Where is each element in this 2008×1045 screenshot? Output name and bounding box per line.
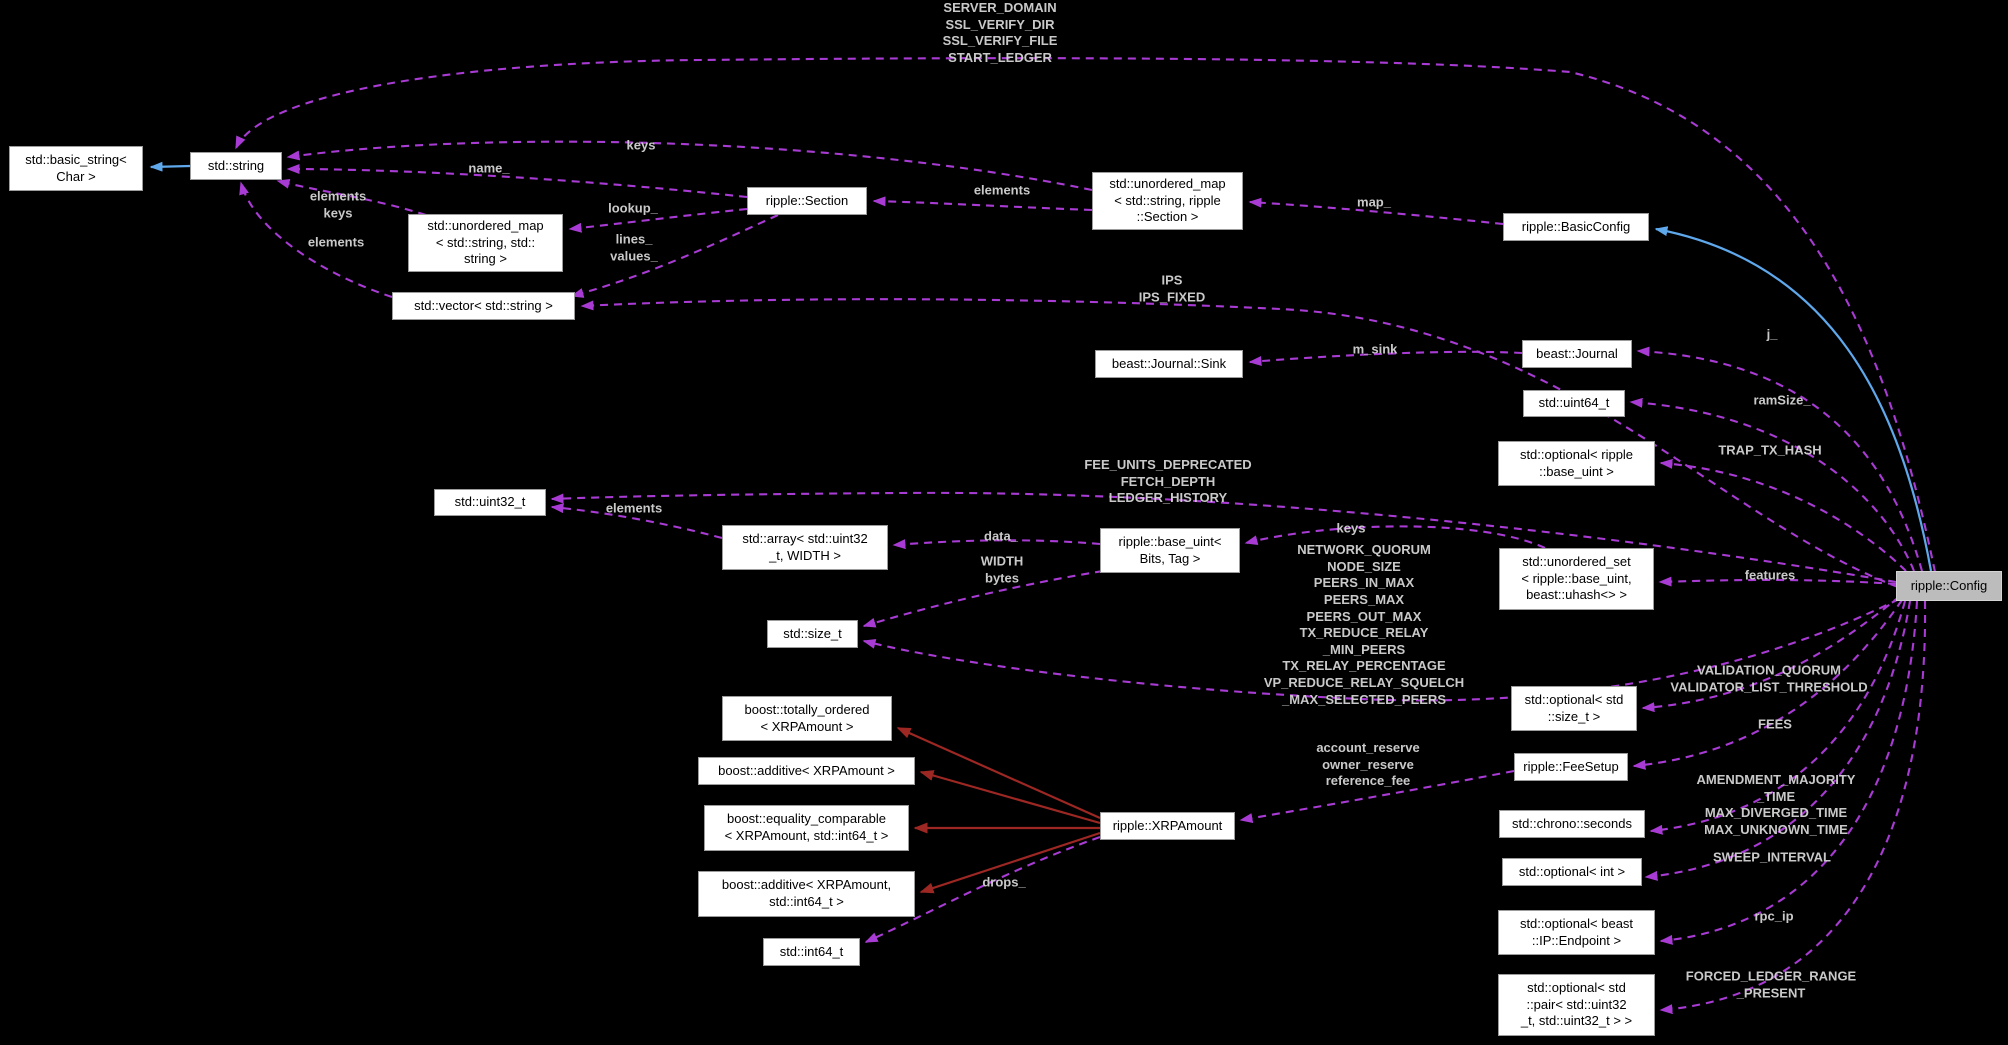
class-node-boost-additive-xrpamount-int64[interactable]: boost::additive< XRPAmount, std::int64_t…: [698, 871, 915, 917]
class-node-ripple-basicconfig[interactable]: ripple::BasicConfig: [1503, 213, 1649, 241]
edge-config-seconds-amendment: [1649, 600, 1907, 835]
edge-xrp-totallyordered-inherit: [896, 726, 1101, 820]
edge-config-optbaseuint-trap: [1659, 458, 1907, 572]
edge-config-optpair-forcedledger: [1659, 600, 1927, 1015]
class-node-optional-base-uint[interactable]: std::optional< ripple ::base_uint >: [1498, 441, 1655, 486]
edge-config-endpoint-rpcip: [1659, 600, 1919, 945]
class-node-std-int64-t[interactable]: std::int64_t: [763, 938, 860, 966]
edge-mapsection-section-elements: [872, 196, 1093, 212]
class-node-ripple-xrpamount[interactable]: ripple::XRPAmount: [1100, 812, 1235, 840]
edge-config-uset-features: [1658, 576, 1897, 587]
class-node-beast-journal[interactable]: beast::Journal: [1522, 340, 1632, 368]
edge-string-basicstring-inherit: [149, 161, 191, 172]
class-node-ripple-base-uint[interactable]: ripple::base_uint< Bits, Tag >: [1100, 528, 1240, 573]
edge-config-optint-sweep: [1644, 600, 1912, 881]
class-node-optional-ip-endpoint[interactable]: std::optional< beast ::IP::Endpoint >: [1498, 910, 1655, 955]
class-node-boost-totally-ordered[interactable]: boost::totally_ordered < XRPAmount >: [722, 696, 892, 741]
class-node-optional-int[interactable]: std::optional< int >: [1502, 858, 1642, 886]
edge-feesetup-xrp-reserves: [1239, 769, 1515, 823]
class-node-ripple-config-current: ripple::Config: [1896, 571, 2002, 601]
edge-mapsection-string-keys: [286, 140, 1093, 192]
edge-mapstring-string-elements-keys: [276, 178, 427, 217]
edge-baseuint-sizet-width-bytes: [862, 569, 1104, 628]
edge-config-uint64-ramsize: [1629, 397, 1915, 572]
class-node-std-uint64-t[interactable]: std::uint64_t: [1523, 390, 1625, 417]
class-node-beast-journal-sink[interactable]: beast::Journal::Sink: [1095, 350, 1243, 378]
edge-section-vector-lines-values: [570, 214, 779, 298]
edge-array-uint32-elements: [550, 503, 723, 540]
class-node-unordered-set-base-uint[interactable]: std::unordered_set < ripple::base_uint, …: [1499, 548, 1654, 610]
edge-xrp-additive-inherit: [919, 770, 1101, 825]
edge-section-mapstring-lookup: [568, 207, 748, 233]
edge-config-uint32-ledgerhistory: [550, 491, 1897, 584]
class-node-std-string[interactable]: std::string: [190, 152, 282, 180]
class-node-ripple-section[interactable]: ripple::Section: [747, 187, 867, 215]
edge-xrp-int64-drops: [864, 836, 1101, 943]
edge-baseuint-array-data: [892, 539, 1101, 550]
edge-config-optsizet-validation: [1641, 595, 1901, 713]
edge-config-sizet-networkquorum: [862, 598, 1900, 702]
edge-config-basicconfig-inherit: [1654, 226, 1933, 572]
class-node-std-uint32-t[interactable]: std::uint32_t: [434, 489, 546, 516]
edge-xrp-additiveint64-inherit: [919, 831, 1101, 894]
class-node-std-size-t[interactable]: std::size_t: [767, 620, 858, 648]
class-node-optional-size-t[interactable]: std::optional< std ::size_t >: [1511, 686, 1637, 731]
edge-section-string-name: [286, 164, 748, 199]
edge-basicconfig-mapsection-map: [1248, 197, 1504, 226]
class-node-unordered-map-string-section[interactable]: std::unordered_map < std::string, ripple…: [1092, 172, 1243, 230]
class-node-std-basic-string[interactable]: std::basic_string< Char >: [9, 146, 143, 191]
class-node-std-array-uint32[interactable]: std::array< std::uint32 _t, WIDTH >: [722, 525, 888, 570]
class-node-unordered-map-string-string[interactable]: std::unordered_map < std::string, std:: …: [408, 214, 563, 272]
class-node-boost-additive-xrpamount[interactable]: boost::additive< XRPAmount >: [698, 757, 915, 785]
class-node-ripple-feesetup[interactable]: ripple::FeeSetup: [1514, 753, 1628, 781]
edge-config-journal-j: [1636, 346, 1924, 572]
class-node-std-chrono-seconds[interactable]: std::chrono::seconds: [1499, 810, 1645, 838]
class-node-optional-pair-uint32[interactable]: std::optional< std ::pair< std::uint32 _…: [1498, 974, 1655, 1036]
edge-config-string-serverdomain: [235, 57, 1937, 573]
class-node-vector-string[interactable]: std::vector< std::string >: [392, 292, 575, 320]
edge-journal-sink-msink: [1248, 350, 1523, 367]
edge-uset-baseuint-keys: [1244, 525, 1546, 549]
class-node-boost-equality-comparable[interactable]: boost::equality_comparable < XRPAmount, …: [704, 805, 909, 851]
